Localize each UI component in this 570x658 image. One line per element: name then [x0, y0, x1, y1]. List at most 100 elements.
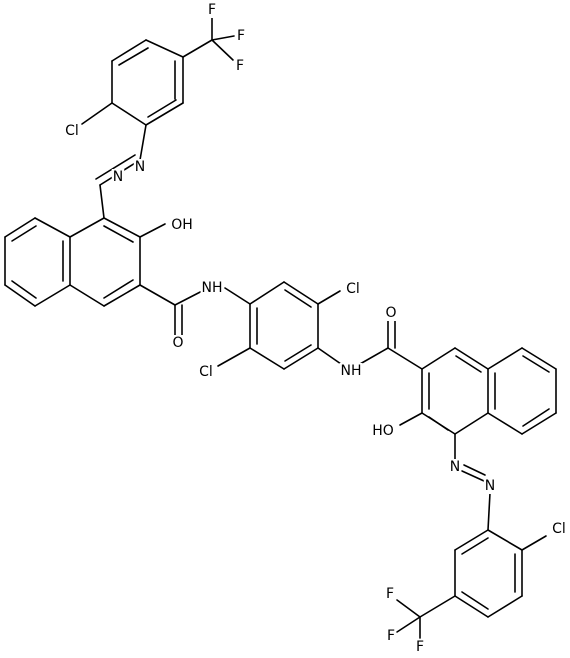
bond [103, 217, 141, 238]
bond [95, 154, 136, 180]
bond [317, 347, 342, 365]
bond [521, 412, 557, 435]
bond [103, 225, 134, 243]
carbonyl-oxygen-label: O [172, 335, 183, 351]
bond [359, 347, 389, 365]
bond [463, 464, 486, 476]
bond [145, 102, 184, 126]
bond [34, 217, 71, 238]
label-background [371, 423, 395, 439]
bond [211, 39, 234, 61]
label-background [170, 217, 194, 233]
bond [249, 281, 285, 305]
label-background [384, 305, 398, 321]
bond [69, 284, 105, 307]
bond [224, 287, 251, 305]
label-background [111, 169, 125, 185]
bond [34, 284, 71, 307]
bond [454, 347, 489, 370]
bond [284, 344, 312, 362]
bond [283, 347, 319, 370]
amide-nh-label: NH [341, 363, 362, 379]
label-background [414, 639, 426, 655]
bond [139, 223, 166, 238]
bond [139, 284, 176, 306]
hydroxyl-label: HO [372, 423, 394, 439]
bond [487, 595, 523, 618]
bond [522, 408, 550, 427]
bond [487, 529, 523, 551]
label-background [133, 159, 147, 175]
bond [454, 529, 489, 551]
bond [182, 39, 213, 58]
bond [455, 355, 482, 373]
bond [139, 124, 147, 161]
bond [111, 39, 147, 62]
bond [454, 412, 489, 435]
label-backgrounds [64, 2, 567, 655]
bond [421, 347, 456, 370]
label-background [385, 628, 397, 644]
bond [103, 284, 141, 307]
nitrogen-label: N [450, 459, 460, 475]
bond [118, 47, 149, 66]
bond [111, 102, 147, 126]
label-background [171, 335, 185, 351]
bond [461, 591, 489, 610]
bond [396, 616, 421, 633]
bond [283, 281, 319, 305]
bond [454, 595, 489, 618]
bond [387, 347, 423, 370]
carbonyl-oxygen-label: O [385, 305, 396, 321]
fluorine-label: F [236, 58, 244, 74]
fluorine-label: F [208, 2, 216, 18]
bond [4, 284, 36, 307]
nitrogen-label: N [135, 159, 145, 175]
hydroxyl-label: OH [171, 217, 193, 233]
nitrogen-label: N [113, 169, 123, 185]
chlorine-label: Cl [346, 281, 360, 297]
label-background [339, 363, 363, 379]
bond [521, 535, 547, 551]
bond [487, 347, 523, 370]
bond [81, 102, 113, 125]
bond [317, 290, 341, 305]
bond [522, 355, 550, 373]
label-background [551, 521, 567, 537]
fluorine-label: F [386, 586, 394, 602]
label-background [384, 586, 396, 602]
bond [399, 412, 423, 426]
bond [249, 347, 285, 370]
amide-nh-label: NH [202, 280, 223, 296]
bond [396, 599, 421, 618]
bond [147, 99, 177, 118]
chlorine-label: Cl [65, 123, 79, 139]
fluorine-label: F [387, 628, 395, 644]
fluorine-label: F [237, 28, 245, 44]
chlorine-label: Cl [552, 521, 566, 537]
bond [217, 347, 251, 367]
bond [99, 184, 105, 219]
fluorine-label: F [416, 639, 424, 655]
chlorine-label: Cl [199, 364, 213, 380]
bond [284, 289, 312, 308]
label-background [200, 280, 224, 296]
label-background [198, 364, 214, 380]
label-background [345, 281, 361, 297]
label-background [234, 58, 246, 74]
label-background [206, 2, 218, 18]
bond [428, 416, 449, 431]
bond [69, 217, 105, 238]
bond [211, 35, 235, 41]
label-background [483, 478, 497, 494]
bond [11, 225, 37, 242]
bond [461, 470, 485, 482]
bonds [4, 17, 557, 639]
bond [487, 412, 523, 435]
bond [11, 280, 37, 299]
bond [145, 39, 184, 58]
bond [487, 492, 491, 531]
bond [103, 279, 134, 299]
label-background [64, 123, 80, 139]
